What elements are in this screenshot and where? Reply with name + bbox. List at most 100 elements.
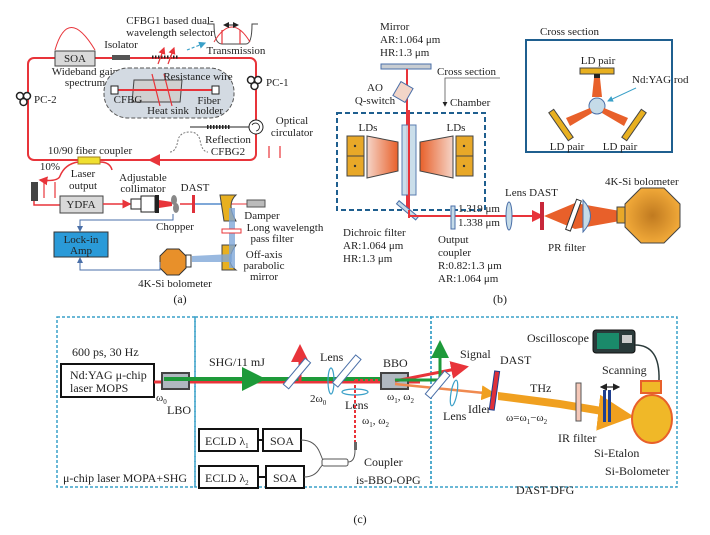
idler-beam [394,382,497,401]
section-opg-label: is-BBO-OPG [356,473,421,487]
mirror-hr-label: HR:1.3 μm [380,47,430,59]
pump-beam [159,200,172,208]
oc-ar-label: AR:1.064 μm [438,273,499,285]
mops-label-2: laser MOPS [70,381,128,395]
wideband-label: Wideband gain [52,66,119,78]
ld-pair-left [548,108,592,142]
section-dfg-label: DAST-DFG [516,483,575,497]
cross-section-box [525,39,673,153]
coupler-output-fiber [347,449,356,463]
wideband-label-2: spectrum [65,77,106,89]
wavelength-1-label: 1.319 μm [458,203,500,215]
section-mopa-box [56,316,196,488]
isolator-icon [112,55,130,60]
ld-stack-right [419,135,474,179]
resistance-wire-2 [163,73,173,107]
chamber-label: Chamber [450,97,491,109]
fiber-collimator-icon [31,182,38,201]
bolometer-b-window [616,206,626,224]
collimator-label: Adjustable [119,172,167,184]
dichroic-mirror-c [282,357,312,390]
pc1-icon [246,75,263,91]
ten-percent-label: 10% [40,161,60,173]
omega0-label: ω0 [156,392,167,406]
oscilloscope-cable [634,344,660,381]
heat-sink-label: Heat sink [147,105,189,117]
panel-a: SOA Wideband gain spectrum Isolator CFBG… [15,15,324,306]
dichroic-hr-label: HR:1.3 μm [343,253,393,265]
resistance-wire-label: Resistance wire [163,71,232,83]
pc1-label: PC-1 [266,77,289,89]
thz-label: THz [530,381,551,395]
damper-icon [246,199,266,208]
soa2-fiber [303,462,325,478]
fiber-coupler-c [321,458,349,467]
selector-label-2: wavelength selector [126,27,214,39]
fiber-coupler-icon [77,156,101,165]
omega12-label-bbo: ω1, ω2 [387,391,415,405]
circulator-label-2: circulator [271,127,313,139]
panel-c: 600 ps, 30 Hz Nd:YAG μ-chip laser MOPS ω… [56,316,678,526]
mirror-label: Mirror [380,21,410,33]
ao-label: AO [367,82,383,94]
dfg-mirror [424,370,451,400]
chamber-box [336,112,486,211]
damper-label: Damper [244,210,280,222]
section-dfg-box [430,316,678,488]
lens-3-label: Lens [443,409,467,423]
dast-c-label: DAST [500,353,532,367]
si-bolometer-c-dewar-top [640,380,662,394]
oscilloscope-label: Oscilloscope [527,331,589,345]
oc-label: Output [438,234,469,246]
dichroic-label: Dichroic filter [343,227,406,239]
lockin-label-2: Amp [70,245,93,257]
ld-pair-left-label: LD pair [550,141,585,153]
soa-label: SOA [64,53,86,65]
fiber-holder-left [110,85,119,95]
pr-filter [565,198,582,232]
scanning-label: Scanning [602,363,647,377]
ir-filter [575,382,582,422]
lds-left-label: LDs [359,122,378,134]
ir-filter-label: IR filter [558,431,596,445]
seed-fiber-end [354,442,357,450]
rod-pointer [607,87,637,102]
chopper-icon [171,195,179,213]
fiber-holder-right [211,85,220,95]
focusing-lens-b [582,198,591,234]
circulator-arrow [251,122,260,132]
caption-b: (b) [493,292,507,306]
caption-a: (a) [173,292,186,306]
circulator-icon [248,119,264,135]
laser-output-label: Laser [71,168,96,180]
mirror-icon [380,63,432,70]
omega12-label-seed: ω1, ω2 [362,415,390,429]
transmission-label: Transmission [207,45,266,57]
bolometer-signal-line [77,257,161,271]
gain-spectrum-curve [54,27,96,51]
bolometer-a-label: 4K-Si bolometer [138,278,212,290]
lens-dast-label: Lens DAST [505,187,558,199]
ld-pair-right-label: LD pair [603,141,638,153]
reflection-spectrum-icon [169,131,209,153]
thz-vertical-beam [229,208,235,268]
thz-beam-b [544,203,620,229]
oap-label-2: parabolic [244,260,285,272]
caption-c: (c) [353,512,366,526]
idler-label: Idler [468,402,491,416]
section-mopa-label: μ-chip laser MOPA+SHG [63,471,187,485]
oap-label-3: mirror [250,271,278,283]
oscilloscope-icon [592,329,636,354]
thz-beam-c [498,392,620,418]
reflection-label: Reflection [205,134,251,146]
circulator-label: Optical [276,115,308,127]
laser-output-label-2: output [69,180,97,192]
oap-label: Off-axis [246,249,282,261]
coupler-tail [99,161,113,171]
si-etalon-plate-1 [603,390,606,422]
two-omega0-label: 2ω0 [310,393,327,407]
lens-2-label: Lens [345,398,369,412]
wavelength-2-label: 1.338 μm [458,217,500,229]
si-etalon-plate-2 [608,390,611,422]
soa-box [54,50,96,67]
